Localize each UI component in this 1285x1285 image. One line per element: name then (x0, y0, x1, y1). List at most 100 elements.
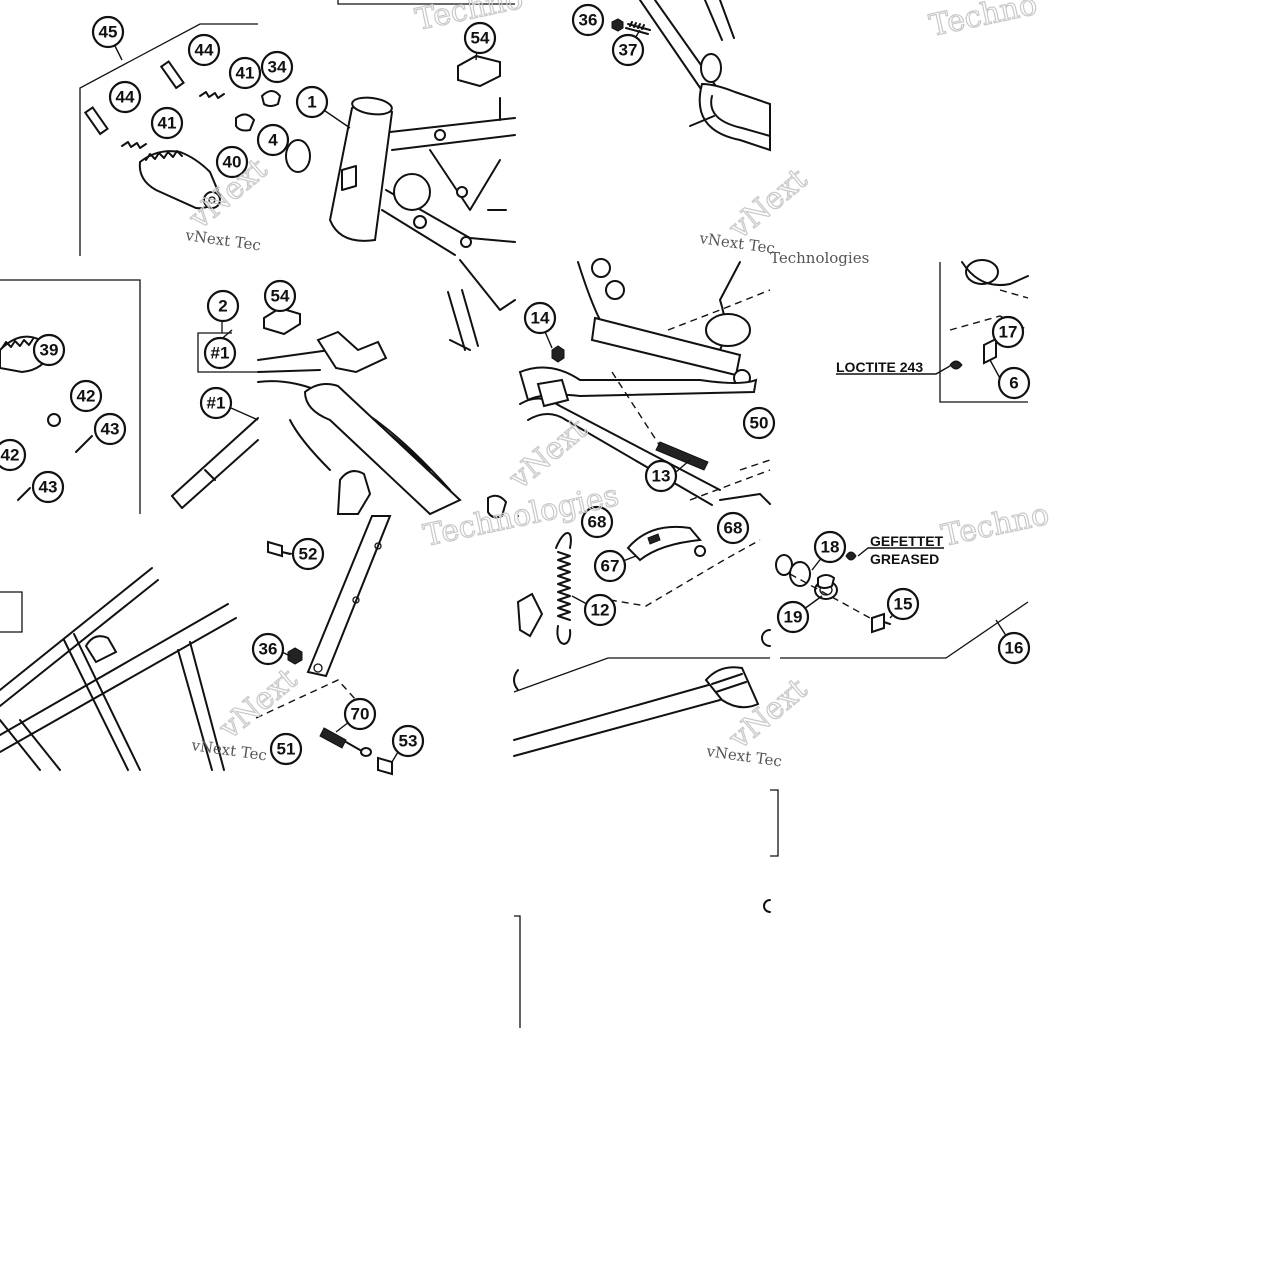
callout-52: 52 (291, 537, 325, 571)
tile-rear-frame (0, 567, 237, 771)
callout-43: 43 (93, 412, 127, 446)
callout-2: 2 (206, 289, 240, 323)
svg-text:18: 18 (821, 538, 840, 557)
callout-12: 12 (583, 593, 617, 627)
watermark-vnext-small: vNext Tec (704, 742, 783, 771)
callout-13: 13 (644, 459, 678, 493)
svg-text:36: 36 (579, 11, 598, 30)
svg-text:41: 41 (236, 64, 255, 83)
svg-text:4: 4 (268, 131, 278, 150)
svg-text:1: 1 (307, 93, 316, 112)
watermark-techno: Techno (938, 497, 1052, 554)
svg-text:17: 17 (999, 323, 1018, 342)
callout-41: 41 (228, 56, 262, 90)
svg-text:#1: #1 (207, 394, 226, 413)
callout-45: 45 (91, 15, 125, 49)
callout-36: 36 (251, 632, 285, 666)
callout-18: 18 (813, 530, 847, 564)
svg-text:39: 39 (40, 341, 59, 360)
callout-42: 42 (0, 438, 27, 472)
callout-43: 43 (31, 470, 65, 504)
watermark-technologies-small: Technologies (770, 249, 869, 267)
callout-54: 54 (263, 279, 297, 313)
watermark-techno: Techno (926, 0, 1040, 44)
svg-text:6: 6 (1009, 374, 1018, 393)
svg-text:70: 70 (351, 705, 370, 724)
svg-text:36: 36 (259, 640, 278, 659)
svg-text:67: 67 (601, 557, 620, 576)
callout-6: 6 (997, 366, 1031, 400)
callout-41: 41 (150, 106, 184, 140)
svg-text:50: 50 (750, 414, 769, 433)
svg-text:14: 14 (531, 309, 550, 328)
svg-text:54: 54 (471, 29, 490, 48)
callout-36: 36 (571, 3, 605, 37)
callout-67: 67 (593, 549, 627, 583)
svg-text:40: 40 (223, 153, 242, 172)
tile-footpeg-kit (79, 23, 258, 256)
callout-44: 44 (108, 80, 142, 114)
callout-14: 14 (523, 301, 557, 335)
tile-spring-and-stand-pad (513, 525, 771, 757)
callout-frame-ref: #1 (199, 386, 233, 420)
callout-16: 16 (997, 631, 1031, 665)
watermark-vnext-small: vNext Tec (189, 736, 268, 765)
tile-head-tube (235, 0, 516, 256)
callout-68: 68 (716, 511, 750, 545)
svg-text:13: 13 (652, 467, 671, 486)
tile-pivot-bolt (836, 259, 1029, 403)
callout-37: 37 (611, 33, 645, 67)
svg-text:19: 19 (784, 608, 803, 627)
callout-4: 4 (256, 123, 290, 157)
callout-53: 53 (391, 724, 425, 758)
watermark-vnext-small: vNext Tec (183, 226, 262, 255)
tile-subframe-strut (255, 494, 519, 776)
svg-text:37: 37 (619, 41, 638, 60)
svg-text:42: 42 (1, 446, 20, 465)
callout-15: 15 (886, 587, 920, 621)
callout-1: 1 (295, 85, 329, 119)
note-greased-de: GEFETTET (870, 533, 944, 549)
tile-main-frame (171, 259, 516, 516)
callout-70: 70 (343, 697, 377, 731)
callout-42: 42 (69, 379, 103, 413)
svg-text:34: 34 (268, 58, 287, 77)
svg-text:68: 68 (724, 519, 743, 538)
callout-19: 19 (776, 600, 810, 634)
svg-text:51: 51 (277, 740, 296, 759)
note-greased-en: GREASED (870, 551, 939, 567)
svg-text:53: 53 (399, 732, 418, 751)
svg-text:#1: #1 (211, 344, 230, 363)
svg-text:42: 42 (77, 387, 96, 406)
callout-51: 51 (269, 732, 303, 766)
svg-text:44: 44 (195, 41, 214, 60)
callout-44: 44 (187, 33, 221, 67)
svg-text:43: 43 (101, 420, 120, 439)
callout-34: 34 (260, 50, 294, 84)
svg-text:16: 16 (1005, 639, 1024, 658)
svg-text:43: 43 (39, 478, 58, 497)
svg-text:2: 2 (218, 297, 227, 316)
tile-side-stand-top (611, 0, 771, 152)
callout-17: 17 (991, 315, 1025, 349)
callout-50: 50 (742, 406, 776, 440)
callout-68: 68 (580, 505, 614, 539)
tile-pivot-kit (514, 547, 1029, 1028)
callout-39: 39 (32, 333, 66, 367)
callout-frame-ref: #1 (203, 336, 237, 370)
watermark-vnext: vNext (502, 412, 594, 497)
svg-text:12: 12 (591, 601, 610, 620)
tile-stand-mount (518, 258, 771, 506)
svg-text:15: 15 (894, 595, 913, 614)
callout-54: 54 (463, 21, 497, 55)
svg-text:54: 54 (271, 287, 290, 306)
note-loctite: LOCTITE 243 (836, 359, 923, 375)
svg-text:45: 45 (99, 23, 118, 42)
svg-text:44: 44 (116, 88, 135, 107)
svg-text:52: 52 (299, 545, 318, 564)
svg-text:68: 68 (588, 513, 607, 532)
svg-text:41: 41 (158, 114, 177, 133)
watermark-vnext-small: vNext Tec (697, 229, 776, 258)
callout-40: 40 (215, 145, 249, 179)
